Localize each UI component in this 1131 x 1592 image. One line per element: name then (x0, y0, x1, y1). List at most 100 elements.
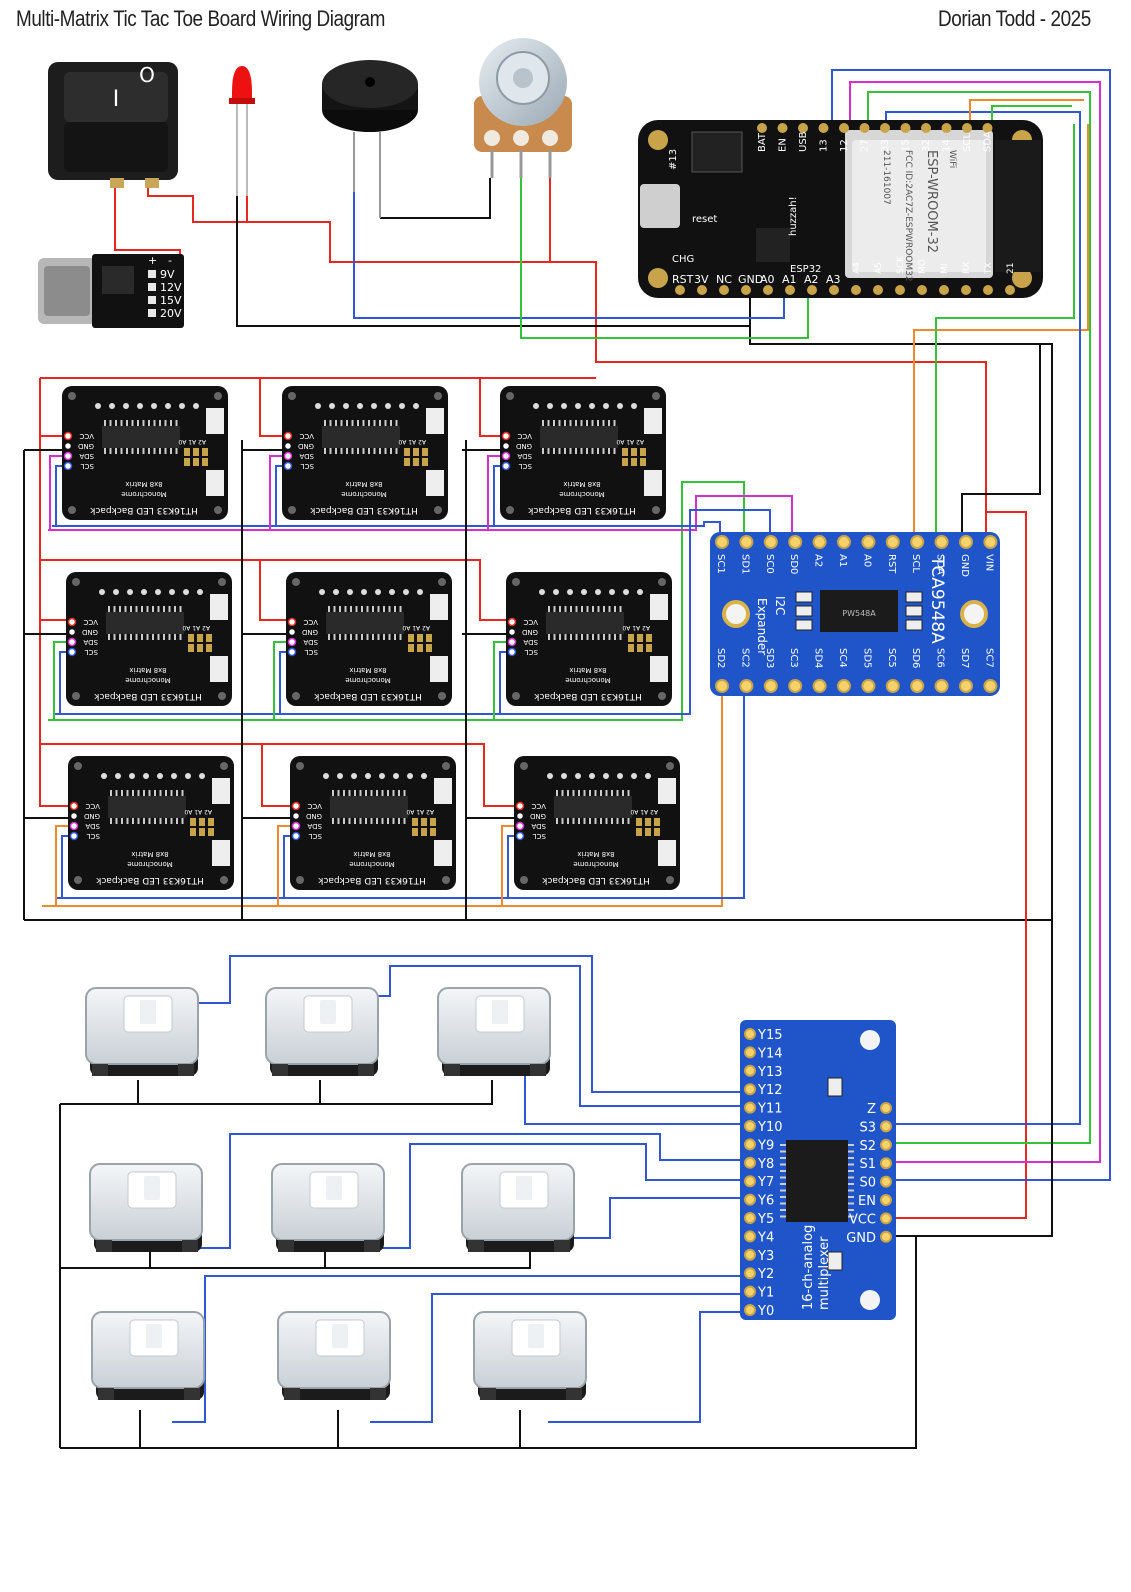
matrix-chip-leg (603, 634, 605, 640)
wire-key-3 (524, 1054, 748, 1125)
matrix-chip-leg (350, 606, 352, 612)
matrix-chip-leg (175, 420, 178, 426)
matrix-hole (68, 506, 76, 514)
matrix-chip-leg (553, 634, 556, 640)
matrix-chip-leg (387, 818, 389, 824)
key-switch-1[interactable] (85, 987, 199, 1076)
esp32-top-pin-label: 15 (901, 139, 912, 152)
matrix-pin-label: SCL (533, 832, 546, 840)
matrix-addr-pad (412, 828, 418, 836)
matrix-chip-leg (132, 818, 134, 824)
matrix-chip-leg (387, 790, 389, 796)
matrix-chip-leg (547, 448, 550, 454)
matrix-header-pin (319, 589, 325, 595)
expander-resistor (905, 591, 923, 603)
key-switch-9[interactable] (473, 1311, 587, 1400)
matrix-addr-pad (199, 818, 205, 826)
matrix-pcb (68, 756, 234, 890)
matrix-chip-leg (355, 606, 358, 612)
matrix-chip-leg (372, 606, 374, 612)
mux-mount-hole (860, 1290, 880, 1310)
matrix-chip-leg (586, 420, 588, 426)
matrix-subtitle-2: 8x8 Matrix (131, 850, 168, 858)
matrix-chip-leg (373, 420, 376, 426)
expander-top-pin-label: SDA (935, 554, 946, 575)
matrix-chip-leg (616, 818, 619, 824)
matrix-chip-leg (340, 420, 343, 426)
matrix-title: HT16K33 LED Backpack (313, 691, 421, 701)
esp32-bottom-pin-label: SCK (896, 255, 906, 274)
matrix-addr-pad (206, 634, 212, 642)
matrix-chip-leg (608, 448, 610, 454)
matrix-chip-leg (365, 790, 367, 796)
matrix-pin-label: SDA (531, 822, 546, 830)
matrix-header-pin (589, 773, 595, 779)
key-switch-2[interactable] (265, 987, 379, 1076)
wire-matrix-sda-2 (269, 455, 282, 530)
matrix-chip-leg (148, 790, 151, 796)
matrix-header-pin (157, 773, 163, 779)
matrix-pcb (514, 756, 680, 890)
esp32-top-pin-label: BAT (757, 132, 768, 152)
matrix-chip-leg (558, 448, 561, 454)
expander-resistor (795, 591, 813, 603)
key-switch-7[interactable] (91, 1311, 205, 1400)
matrix-chip-leg (586, 606, 589, 612)
matrix-chip-leg (600, 818, 602, 824)
matrix-stemma-connector (426, 408, 444, 434)
key-switch-5[interactable] (271, 1163, 385, 1252)
matrix-header-pin (129, 773, 135, 779)
esp32-bottom-pin-label: A4 (852, 262, 862, 274)
esp32-bottom-pin-label: NC (716, 273, 732, 286)
matrix-header-pin (169, 589, 175, 595)
matrix-subtitle-2: 8x8 Matrix (345, 480, 382, 488)
switch-rocker-top (64, 72, 168, 122)
key-switch-4[interactable] (89, 1163, 203, 1252)
matrix-pin-sda (291, 821, 301, 831)
matrix-addr-pad (622, 458, 628, 466)
rocker-switch[interactable]: I O (48, 62, 178, 188)
mux-chip-leg (780, 1144, 786, 1146)
matrix-hole (512, 692, 520, 700)
matrix-chip-leg (141, 634, 143, 640)
matrix-chip-leg (372, 634, 374, 640)
key-switch-8[interactable] (277, 1311, 391, 1400)
esp32-top-pin-label: 12 (839, 139, 850, 152)
matrix-header-pin (547, 773, 553, 779)
matrix-chip-leg (163, 634, 165, 640)
matrix-pin-vcc (515, 801, 525, 811)
potentiometer[interactable] (474, 38, 572, 178)
esp32-pin-12 (839, 123, 849, 133)
matrix-chip-leg (602, 420, 605, 426)
wire-key-6 (570, 1197, 748, 1239)
matrix-hole (292, 578, 300, 586)
mux-left-pin-label: Y4 (757, 1230, 774, 1245)
matrix-hole (288, 506, 296, 514)
matrix-addr-pad (417, 644, 423, 652)
wire-matrix-scl-8 (283, 835, 290, 898)
matrix-chip-leg (373, 448, 376, 454)
matrix-hole (506, 392, 514, 400)
expander-bottom-pin-label: SD2 (715, 648, 726, 668)
pd-voltage-pad (148, 309, 156, 317)
key-switch-6[interactable] (461, 1163, 575, 1252)
matrix-stemma-connector (650, 594, 668, 620)
matrix-addr-pad (646, 644, 652, 652)
key-switch-3[interactable] (437, 987, 551, 1076)
matrix-chip-leg (578, 790, 580, 796)
matrix-header-pin (165, 403, 171, 409)
matrix-pin-label: VCC (523, 618, 538, 626)
matrix-hole (68, 392, 76, 400)
matrix-chip-leg (597, 634, 600, 640)
matrix-addr-pad (640, 458, 646, 466)
matrix-subtitle-2: 8x8 Matrix (125, 480, 162, 488)
esp32-pin-MO (917, 285, 927, 295)
pd-chip (102, 266, 134, 294)
mux-pin-y2 (744, 1267, 756, 1280)
matrix-chip-leg (368, 420, 370, 426)
matrix-chip-leg (394, 606, 396, 612)
esp32-pin-RX (961, 285, 971, 295)
matrix-pin-label: GND (516, 442, 532, 450)
matrix-header-pin (637, 589, 643, 595)
